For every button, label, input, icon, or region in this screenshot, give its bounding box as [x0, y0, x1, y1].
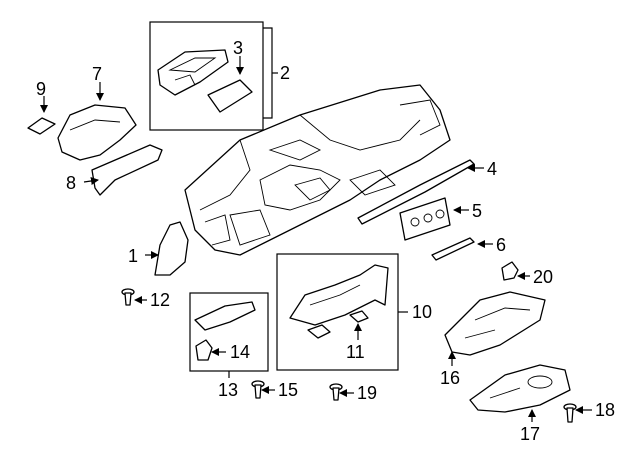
callout-15: 15	[278, 380, 298, 400]
callout-10: 10	[412, 302, 432, 322]
part-13-panel	[194, 301, 256, 331]
part-5-control-panel	[399, 197, 451, 241]
callout-19: 19	[357, 383, 377, 403]
callout-5: 5	[472, 201, 482, 221]
callout-2: 2	[280, 63, 290, 83]
screw-15-icon	[251, 380, 265, 399]
screw-19-icon	[329, 383, 343, 401]
callout-13: 13	[218, 380, 238, 400]
bracket-2	[263, 27, 273, 119]
callout-3: 3	[233, 38, 243, 58]
part-16-lower-cover	[444, 291, 546, 356]
callout-17: 17	[520, 424, 540, 444]
callout-8: 8	[66, 173, 76, 193]
part-10-lower-panel	[289, 264, 389, 326]
group-box-2	[149, 21, 264, 131]
part-17-lower-cover	[469, 364, 571, 413]
callout-16: 16	[440, 368, 460, 388]
part-7-cover	[57, 104, 137, 161]
callout-6: 6	[496, 235, 506, 255]
part-9-pad	[27, 117, 56, 135]
callout-12: 12	[150, 290, 170, 310]
screw-12-icon	[121, 288, 135, 306]
part-20-clip	[501, 261, 519, 281]
part-8-bracket	[91, 144, 163, 196]
instrument-panel	[184, 84, 451, 256]
screw-18-icon	[563, 403, 577, 423]
callout-1: 1	[128, 246, 138, 266]
part-6-bracket	[431, 237, 475, 261]
part-2-storage-door	[157, 49, 229, 96]
callout-14: 14	[230, 342, 250, 362]
part-10-pad	[307, 324, 331, 339]
callout-18: 18	[595, 400, 615, 420]
leader-8	[83, 177, 99, 185]
part-3-pad	[207, 79, 253, 113]
callout-11: 11	[346, 342, 365, 362]
part-11-clip	[349, 310, 369, 323]
callout-9: 9	[36, 79, 46, 99]
callout-20: 20	[533, 267, 553, 287]
callout-4: 4	[487, 159, 497, 179]
callout-7: 7	[92, 64, 102, 84]
part-14-clip	[195, 339, 213, 361]
part-1-end-cap	[154, 221, 189, 276]
